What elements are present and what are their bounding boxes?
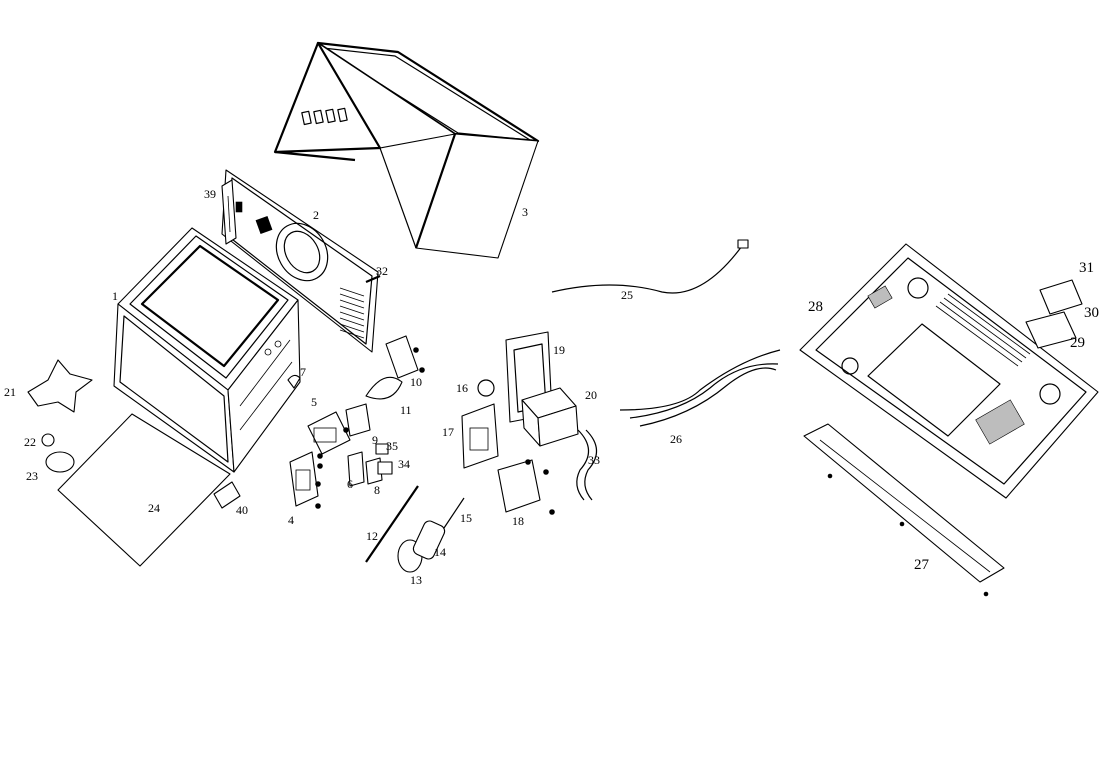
part-25-power-cord [551, 245, 743, 294]
part-3-outer-cabinet [273, 41, 540, 259]
callout-40: 40 [236, 503, 248, 517]
part-40-block [213, 481, 241, 509]
callout-34: 34 [398, 457, 410, 471]
callout-23: 23 [26, 469, 38, 483]
part-28-base-plate [799, 243, 1099, 499]
part-12-rod [365, 485, 419, 563]
part-23-turntable-motor [45, 451, 75, 473]
part-22-coupler [41, 433, 55, 447]
part-27-front-rail [803, 423, 1005, 583]
part-33-hose [576, 429, 590, 501]
callout-32: 32 [376, 264, 388, 278]
part-18-bracket [497, 459, 541, 513]
callout-22: 22 [24, 435, 36, 449]
callout-16: 16 [456, 381, 468, 395]
callout-24: 24 [148, 501, 160, 515]
callout-2: 2 [313, 208, 319, 222]
callout-13: 13 [410, 573, 422, 587]
callout-8: 8 [374, 483, 380, 497]
callout-1: 1 [112, 289, 118, 303]
parts-34-35 [375, 443, 393, 475]
callout-33: 33 [588, 453, 600, 467]
callout-3: 3 [522, 205, 528, 219]
callout-7: 7 [300, 365, 306, 379]
screws [317, 453, 989, 597]
part-26-harness [619, 349, 781, 427]
callout-21: 21 [4, 385, 16, 399]
callout-39: 39 [204, 187, 216, 201]
callout-14: 14 [434, 545, 446, 559]
part-4-control-module [289, 451, 321, 509]
callout-15: 15 [460, 511, 472, 525]
part-21-roller-support [27, 359, 93, 413]
callout-18: 18 [512, 514, 524, 528]
part-20-transformer [521, 387, 579, 447]
callout-19: 19 [553, 343, 565, 357]
callout-5: 5 [311, 395, 317, 409]
callout-17: 17 [442, 425, 454, 439]
callout-35: 35 [386, 439, 398, 453]
callout-10: 10 [410, 375, 422, 389]
part-29-plate [1025, 311, 1077, 349]
part-24-glass-tray [57, 413, 231, 567]
callout-6: 6 [347, 477, 353, 491]
callout-26: 26 [670, 432, 682, 446]
callout-30: 30 [1084, 305, 1099, 321]
parts-10-11-fan [365, 335, 425, 400]
callout-12: 12 [366, 529, 378, 543]
part-5-magnetron [307, 411, 351, 455]
part-30-hinge [1039, 279, 1083, 315]
callout-27: 27 [914, 557, 929, 573]
part-1-oven-cavity [113, 227, 301, 473]
callout-29: 29 [1070, 335, 1085, 351]
callout-31: 31 [1079, 260, 1094, 276]
callout-11: 11 [400, 403, 412, 417]
part-7-clip [287, 374, 301, 389]
callout-9: 9 [372, 433, 378, 447]
callout-28: 28 [808, 299, 823, 315]
callout-4: 4 [288, 513, 294, 527]
part-32-bracket [365, 274, 381, 284]
parts-13-15-motor [397, 497, 465, 573]
callout-25: 25 [621, 288, 633, 302]
callout-20: 20 [585, 388, 597, 402]
part-2-rear-panel [221, 169, 381, 353]
parts-16-17-waveguide [461, 379, 499, 469]
